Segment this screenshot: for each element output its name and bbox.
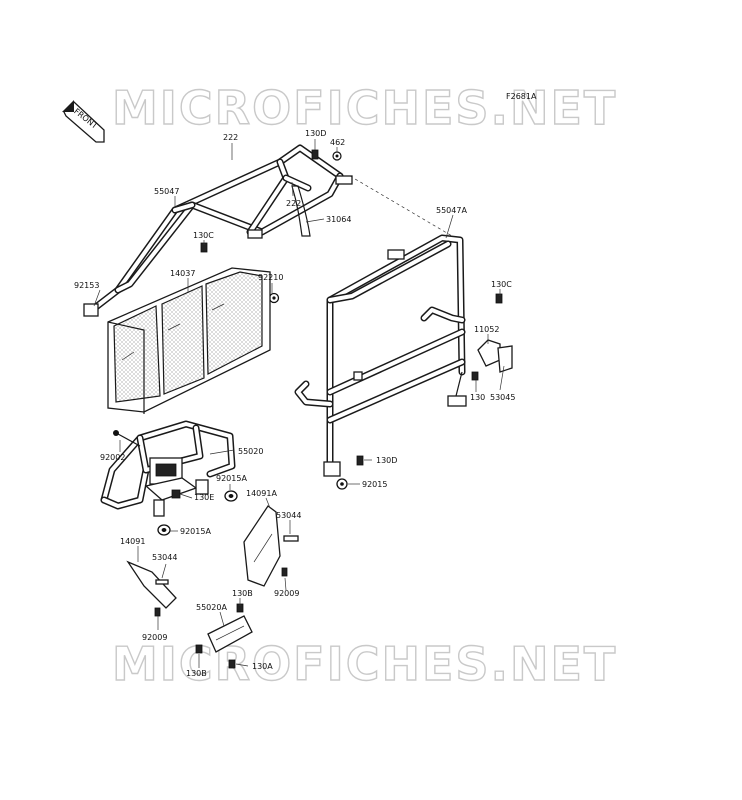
label-55047a: 55047A [436,206,467,215]
label-92009-right: 92009 [274,589,299,598]
bolt-92009-right-icon [281,567,288,577]
nut-462-icon [332,151,342,161]
label-55047: 55047 [154,187,179,196]
bracket-11052 [477,339,501,367]
label-53045: 53045 [490,393,515,402]
label-130a: 130A [252,662,273,671]
label-92009-left: 92009 [142,633,167,642]
label-14091: 14091 [120,537,145,546]
label-222-mid: 222 [286,199,301,208]
nut-92015-icon [336,478,348,490]
guard-14091 [126,560,177,609]
bracket-53045 [497,345,513,373]
rear-roll-bar-55047 [83,144,353,317]
bolt-130-icon [471,371,479,381]
diagram-code: F2681A [506,92,537,101]
label-92153: 92153 [74,281,99,290]
watermark-top: MICROFICHES.NET [112,81,617,135]
label-130b-top: 130B [232,589,253,598]
label-462: 462 [330,138,345,147]
label-130c-left: 130C [193,231,214,240]
label-130d-mid: 130D [376,456,397,465]
label-92015a-bottom: 92015A [180,527,211,536]
collar-92015a-top-icon [224,490,238,502]
label-130d-top: 130D [305,129,326,138]
label-31064: 31064 [326,215,351,224]
bolt-92009-left-icon [154,607,161,617]
front-arrow-icon: FRONT [62,100,105,143]
skid-plate-55020a [207,615,253,653]
label-130b-bottom: 130B [186,669,207,678]
bolt-92002-icon [113,430,141,447]
label-14037: 14037 [170,269,195,278]
bolt-130d-mid-icon [356,455,364,466]
label-130e: 130E [194,493,214,502]
label-92210: 92210 [258,273,283,282]
label-130: 130 [470,393,485,402]
label-92002: 92002 [100,453,125,462]
label-55020a: 55020A [196,603,227,612]
label-11052: 11052 [474,325,499,334]
leader-lines [93,139,505,668]
label-222-top: 222 [223,133,238,142]
strap-31064 [291,185,311,237]
bolt-130c-right-icon [495,293,503,304]
bolt-130d-top-icon [311,149,319,160]
label-130c-right: 130C [491,280,512,289]
label-53044-left: 53044 [152,553,177,562]
watermark-bottom: MICROFICHES.NET [112,637,617,691]
label-53044-right: 53044 [276,511,301,520]
bolt-130b-bottom-icon [195,644,203,654]
label-14091a: 14091A [246,489,277,498]
bolt-130e-icon [171,489,181,499]
nut-92210-icon [268,292,280,304]
label-92015a-top: 92015A [216,474,247,483]
rear-screen-14037 [107,267,271,414]
label-55020: 55020 [238,447,263,456]
guard-14091a [243,505,281,587]
pin-53044-left-icon [155,579,169,585]
front-bumper-55020 [100,420,236,517]
label-92015: 92015 [362,480,387,489]
part-labels: 222 130D 462 55047 222 31064 130C 55047A… [74,129,515,678]
bolt-130a-icon [228,659,236,669]
front-roll-cage-55047a [294,234,467,477]
collar-92015a-bottom-icon [157,524,171,536]
pin-53044-right-icon [283,535,299,542]
